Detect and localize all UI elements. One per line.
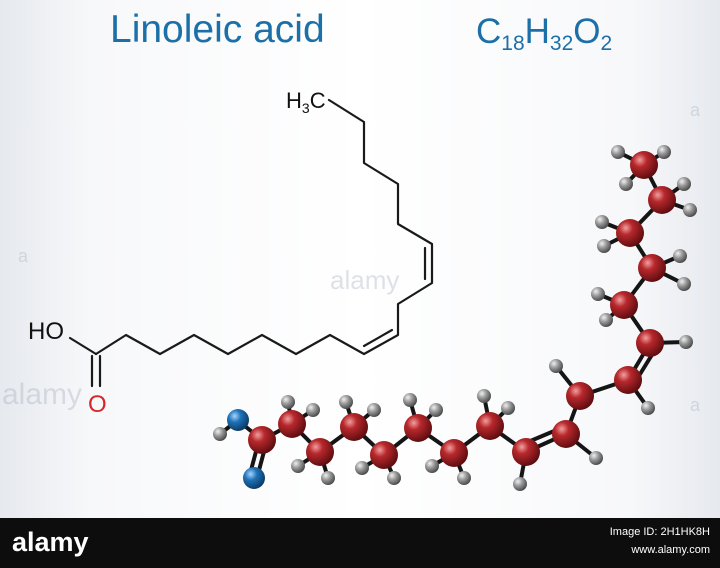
oxygen-atoms	[227, 409, 265, 489]
hydrogen-atom	[677, 277, 691, 291]
hydrogen-atom	[683, 203, 697, 217]
carbon-atom	[638, 254, 666, 282]
oxygen-atom-hydroxyl	[227, 409, 249, 431]
carbon-atom	[404, 414, 432, 442]
hydrogen-atom	[429, 403, 443, 417]
hydrogen-atom	[677, 177, 691, 191]
formula-carbon-count: 18	[501, 32, 525, 55]
carbon-atom	[566, 382, 594, 410]
hydrogen-atom	[213, 427, 227, 441]
formula-oxygen: O	[573, 12, 601, 51]
hydrogen-atom	[281, 395, 295, 409]
hydrogen-atom	[457, 471, 471, 485]
carbon-atom	[512, 438, 540, 466]
hydrogen-atom	[549, 359, 563, 373]
carbonyl-oxygen-label: O	[88, 391, 107, 418]
hydrogen-atom	[291, 459, 305, 473]
oxygen-atom-carbonyl	[243, 467, 265, 489]
skeletal-chain	[94, 98, 434, 356]
carbon-atom	[614, 366, 642, 394]
alamy-logo[interactable]: alamy	[12, 527, 89, 557]
methyl-label: H3C	[286, 88, 326, 116]
hydrogen-atom	[641, 401, 655, 415]
hydroxyl-bond	[68, 336, 98, 356]
carbon-atom	[630, 151, 658, 179]
carbon-atom	[616, 219, 644, 247]
carbon-atom	[610, 291, 638, 319]
hydrogen-atoms	[213, 145, 697, 491]
carbon-atom	[476, 412, 504, 440]
formula-hydrogen: H	[524, 12, 550, 51]
hydrogen-atom	[679, 335, 693, 349]
carbon-atom	[370, 441, 398, 469]
hydrogen-atom	[595, 215, 609, 229]
hydrogen-atom	[657, 145, 671, 159]
hydrogen-atom	[619, 177, 633, 191]
carbon-atoms	[248, 151, 676, 469]
hydrogen-atom	[387, 471, 401, 485]
carbon-atom	[552, 420, 580, 448]
hydrogen-atom	[611, 145, 625, 159]
hydrogen-atom	[591, 287, 605, 301]
hydrogen-atom	[599, 313, 613, 327]
hydrogen-atom	[589, 451, 603, 465]
carbon-atom	[440, 439, 468, 467]
model-carbon-backbone	[260, 163, 665, 458]
formula-hydrogen-count: 32	[549, 32, 574, 55]
carbon-atom	[306, 438, 334, 466]
hydrogen-atom	[513, 477, 527, 491]
formula-carbon: C	[476, 12, 502, 51]
image-id-text: Image ID: 2H1HK8H	[609, 526, 710, 538]
hydrogen-atom	[339, 395, 353, 409]
ball-and-stick-model	[213, 145, 697, 491]
hydrogen-atom	[477, 389, 491, 403]
formula-oxygen-count: 2	[600, 32, 613, 55]
hydrogen-atom	[355, 461, 369, 475]
carbon-atom	[636, 329, 664, 357]
carbon-atom	[248, 426, 276, 454]
hydrogen-atom	[321, 471, 335, 485]
hydroxyl-label: HO	[28, 318, 64, 345]
carbon-atom	[648, 186, 676, 214]
cis-double-bond-lower	[362, 328, 394, 348]
hydrogen-atom	[673, 249, 687, 263]
carbon-atom	[340, 413, 368, 441]
molecule-title: Linoleic acid	[110, 8, 325, 51]
footer-bar: alamy Image ID: 2H1HK8H www.alamy.com	[0, 518, 720, 568]
hydrogen-atom	[403, 393, 417, 407]
hydrogen-atom	[306, 403, 320, 417]
hydrogen-atom	[597, 239, 611, 253]
skeletal-formula	[68, 98, 434, 388]
hydrogen-atom	[367, 403, 381, 417]
molecular-formula: C18H32O2	[476, 12, 612, 56]
carbon-atom	[278, 410, 306, 438]
hydrogen-atom	[425, 459, 439, 473]
site-url[interactable]: www.alamy.com	[631, 544, 710, 556]
hydrogen-atom	[501, 401, 515, 415]
